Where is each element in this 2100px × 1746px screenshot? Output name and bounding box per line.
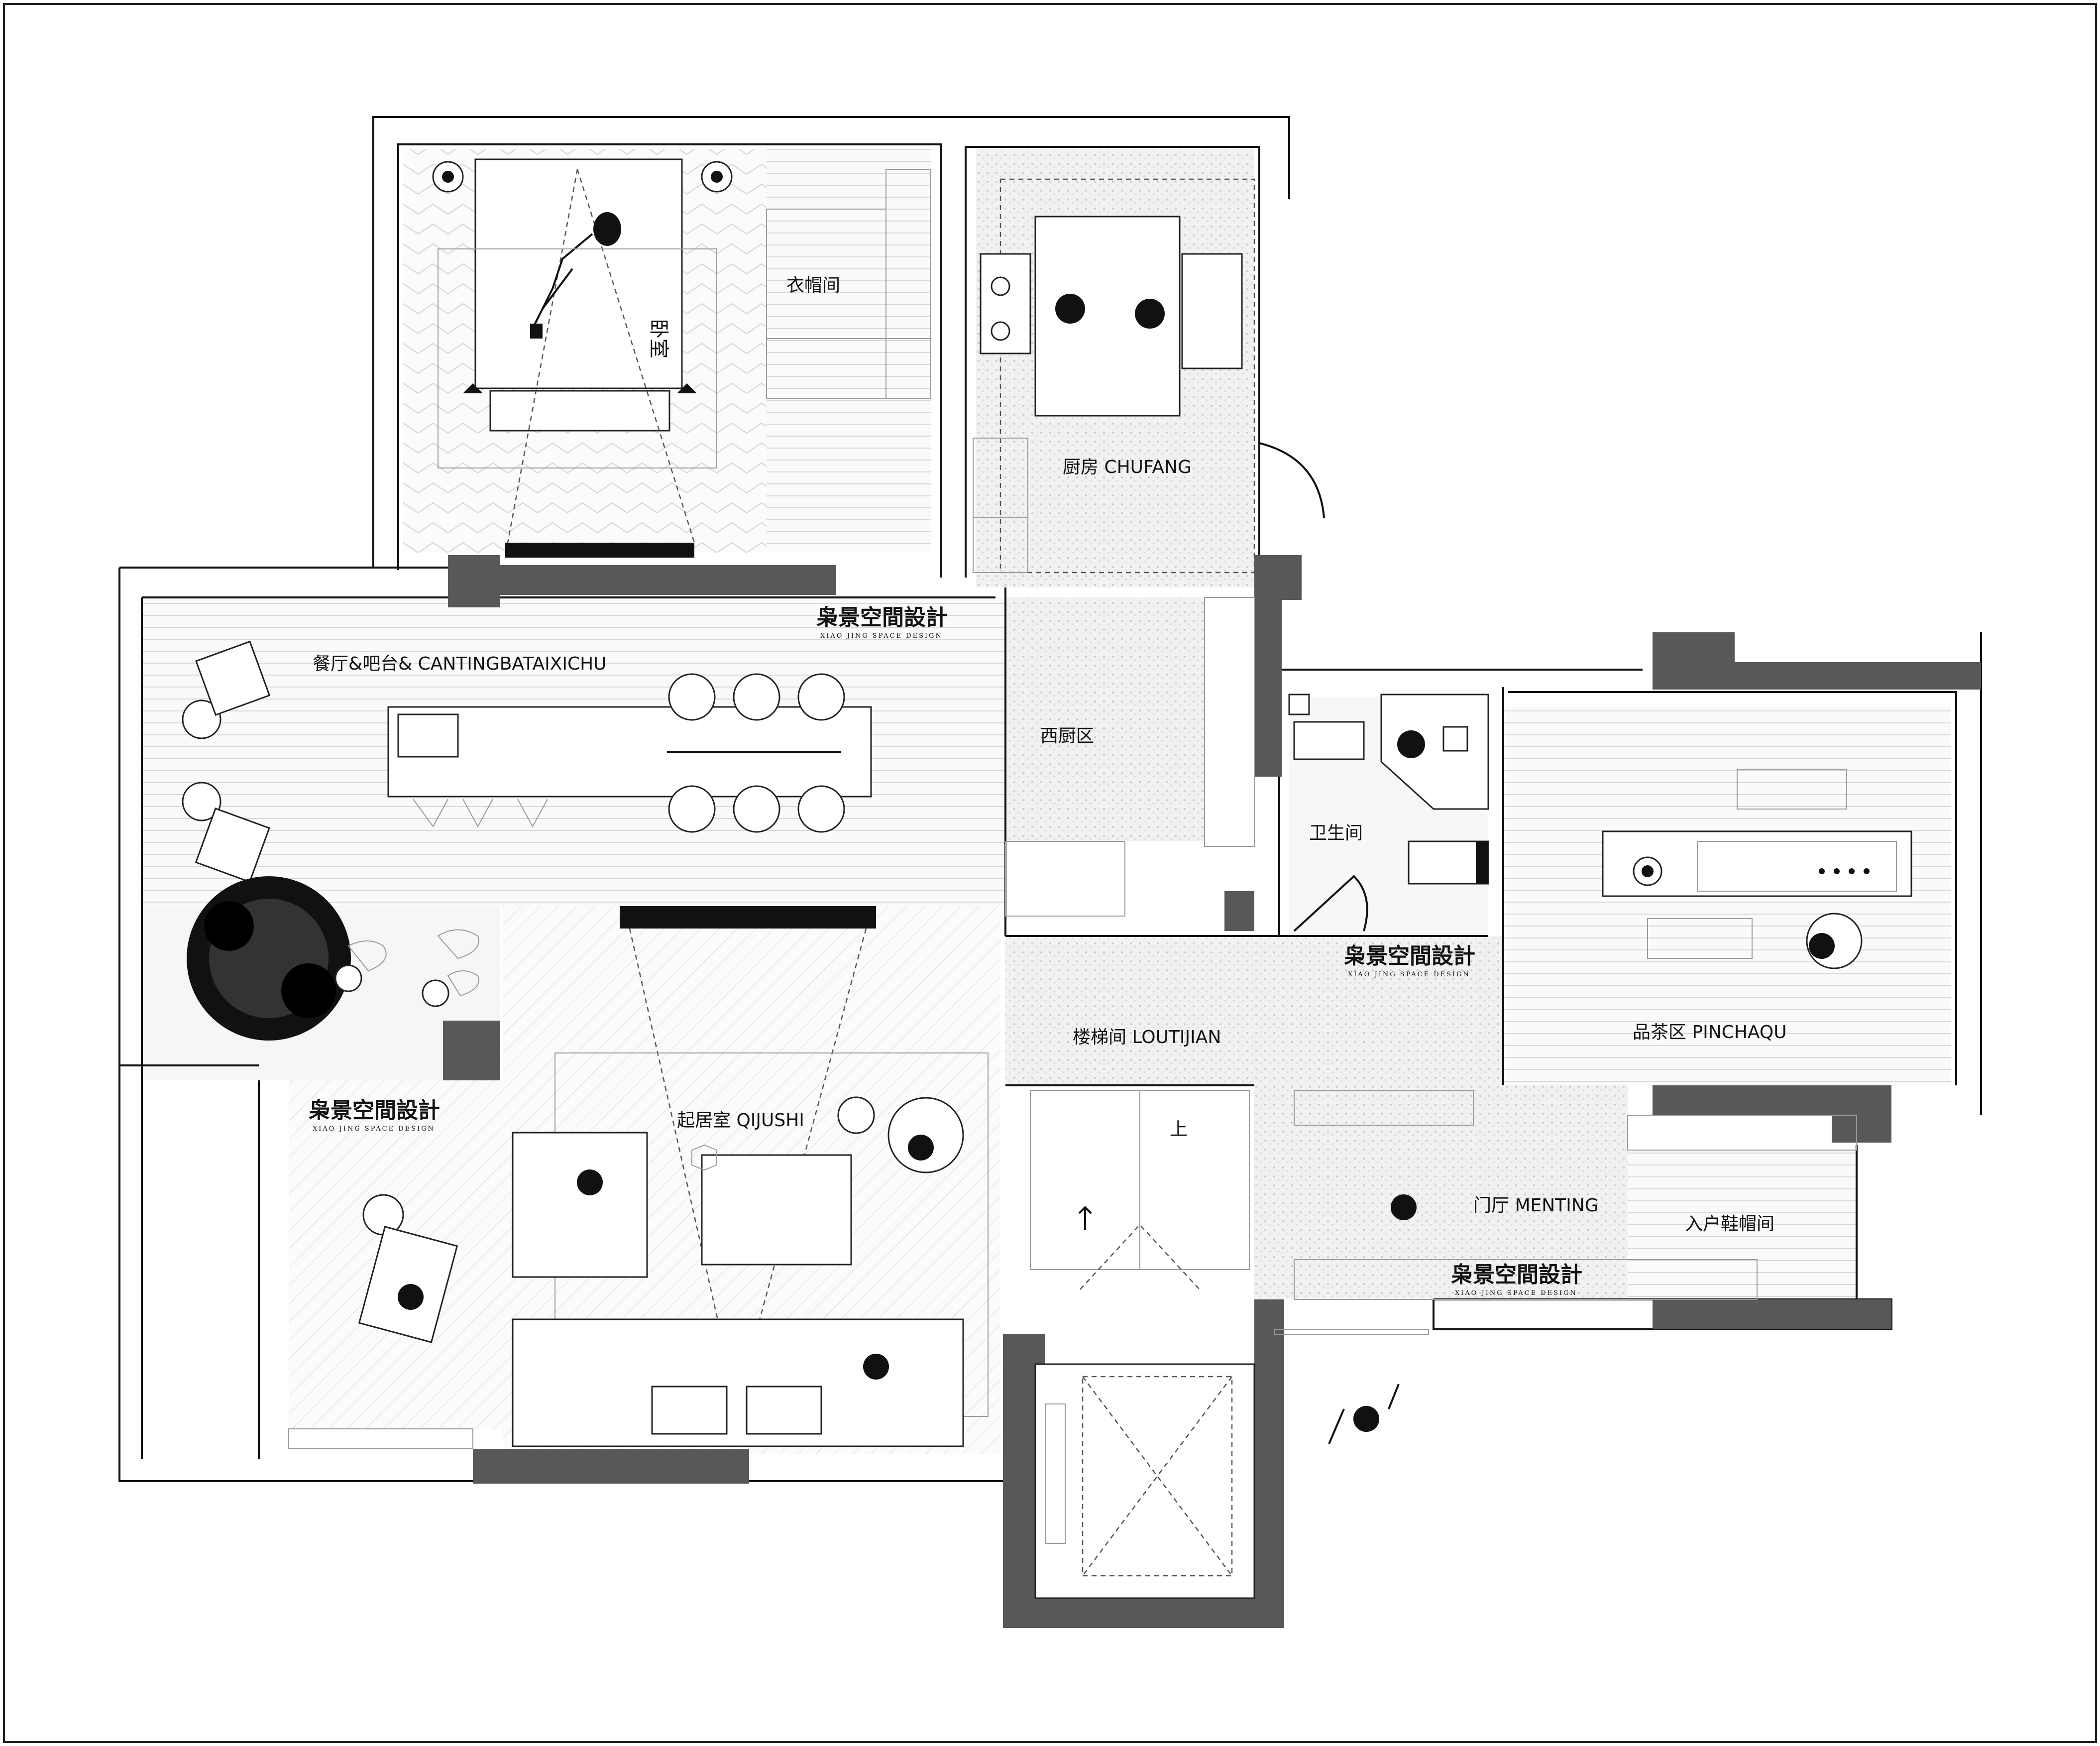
dining [182,640,872,883]
bar-counter-icon [387,706,872,798]
svg-text:枭景空間設計: 枭景空間設計 [1344,943,1475,969]
elevator-icon [1003,1334,1255,1628]
person-icon [530,212,621,339]
cloakroom [766,169,931,399]
sink-icon [1293,721,1365,760]
sink-icon [1181,253,1243,369]
entry-closet-label: 入户鞋帽间 [1685,1214,1774,1234]
bathroom-label: 卫生间 [1309,823,1363,843]
bed-icon [474,158,683,389]
bedroom-label: 卧室 [647,319,670,358]
bathroom [1288,694,1489,932]
foyer-label: 门厅 MENTING [1473,1195,1599,1216]
stairs [1005,597,1474,1290]
svg-text:XIAO JING SPACE DESIGN: XIAO JING SPACE DESIGN [820,632,943,640]
svg-text:XIAO JING SPACE DESIGN: XIAO JING SPACE DESIGN [313,1125,435,1133]
door-swing-icon [1259,442,1325,518]
bedroom [432,158,733,558]
chair-icon [182,640,845,883]
kitchen-label: 厨房 CHUFANG [1063,457,1192,477]
svg-text:枭景空間設計: 枭景空間設計 [1451,1262,1582,1287]
living-room [512,906,989,1447]
kitchen [973,178,1325,574]
tea-area-label: 品茶区 PINCHAQU [1633,1022,1787,1043]
western-kitchen-label: 西厨区 [1040,726,1094,746]
svg-text:枭景空間設計: 枭景空間設計 [309,1098,440,1123]
brand-watermark: 枭景空間設計 XIAO JING SPACE DESIGN [816,605,948,640]
svg-text:XIAO JING SPACE DESIGN: XIAO JING SPACE DESIGN [1348,971,1470,978]
brand-watermark: 枭景空間設計 XIAO JING SPACE DESIGN [1451,1262,1582,1297]
tea-area [1602,769,1912,969]
brand-watermark: 枭景空間設計 XIAO JING SPACE DESIGN [1344,943,1475,978]
brand-watermark: 枭景空間設計 XIAO JING SPACE DESIGN [309,1098,440,1133]
person-icon [1328,1384,1400,1444]
cloakroom-label: 衣帽间 [786,275,840,296]
tv-icon [620,906,876,929]
reading-corner [288,1194,473,1449]
door-swing-icon [1293,875,1368,932]
stove-icon [991,276,1010,296]
living-label: 起居室 QIJUSHI [677,1110,804,1131]
chair-icon [887,1097,964,1173]
tree-icon [187,876,479,1041]
svg-text:XIAO JING SPACE DESIGN: XIAO JING SPACE DESIGN [1455,1289,1577,1297]
toilet-icon [1408,840,1489,885]
sofa-icon [512,1132,648,1278]
stairwell-label: 楼梯间 LOUTIJIAN [1073,1027,1221,1048]
svg-text:枭景空間設計: 枭景空間設計 [816,605,948,630]
thin-walls [118,116,1982,1482]
dining-label: 餐厅&吧台& CANTINGBATAIXICHU [313,654,607,674]
drawing-frame [3,3,2097,1743]
tv-icon [505,543,694,558]
stair-up-label: 上 [1170,1119,1188,1140]
